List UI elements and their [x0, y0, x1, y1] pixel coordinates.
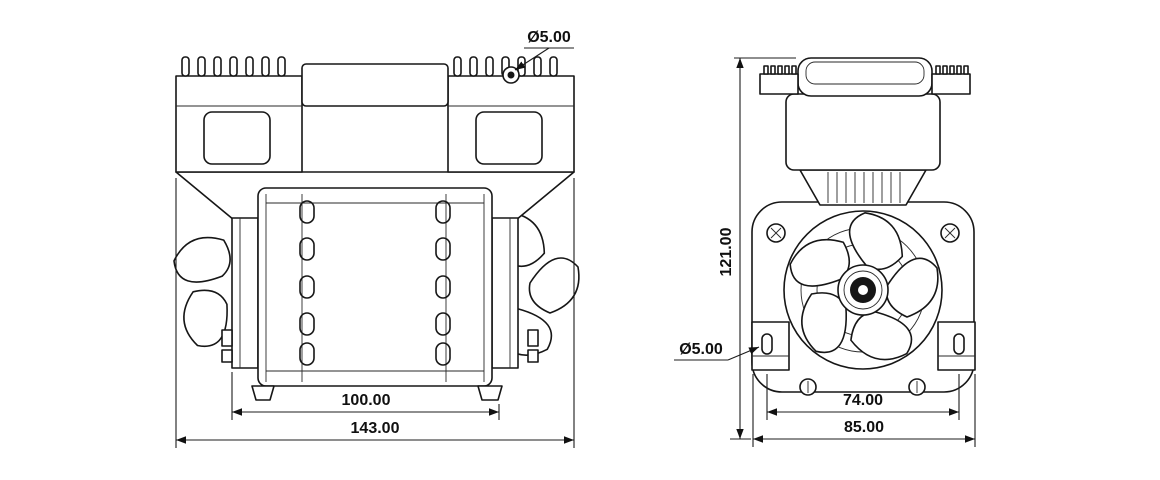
corner-screw-top-left [766, 223, 786, 243]
dim-front-overall-width-label: 143.00 [351, 420, 400, 437]
dim-side-height-label: 121.00 [718, 227, 735, 276]
side-head-block [785, 93, 941, 171]
cooling-fins-right [453, 56, 558, 77]
center-connector [301, 63, 449, 107]
dim-side-overall-width: 85.00 [752, 374, 976, 447]
corner-screw-top-right [940, 223, 960, 243]
motor-body [257, 187, 493, 387]
dim-front-overall-width: 143.00 [175, 178, 575, 448]
dim-front-inner-width-label: 100.00 [342, 392, 391, 409]
port-lug-left [759, 65, 799, 95]
dim-side-hole-label: Ø5.00 [679, 341, 723, 358]
bottom-screw-right [908, 378, 926, 396]
dim-front-hole-label: Ø5.00 [527, 29, 571, 46]
bottom-screw-left [799, 378, 817, 396]
side-view: Ø5.00 121.00 74.00 85.00 [674, 57, 976, 447]
cooling-fins-left [181, 56, 286, 77]
top-cap [797, 57, 933, 97]
cylinder-head-left [175, 56, 303, 173]
dim-side-hole: Ø5.00 [674, 341, 760, 361]
stator-slots-right [435, 200, 451, 366]
stator-slots-left [299, 200, 315, 366]
front-foot-right [477, 385, 503, 401]
bolt-hole [502, 66, 520, 84]
front-foot-left [251, 385, 275, 401]
mount-foot-left [751, 321, 790, 371]
bracket-right [491, 217, 539, 369]
dim-side-hole-spacing-label: 74.00 [843, 392, 883, 409]
front-view: Ø5.00 100.00 143.00 [173, 29, 580, 448]
bracket-left [221, 217, 259, 369]
dim-side-hole-spacing: 74.00 [766, 374, 960, 420]
cylinder-neck [799, 169, 927, 206]
mount-foot-right [937, 321, 976, 371]
fan-hub [837, 264, 889, 316]
dim-front-hole: Ø5.00 [514, 29, 574, 71]
dim-side-overall-width-label: 85.00 [844, 419, 884, 436]
side-fan-icon [789, 212, 939, 361]
cylinder-head-right [447, 56, 575, 173]
dim-front-inner-width: 100.00 [231, 372, 500, 420]
port-lug-right [931, 65, 971, 95]
dim-side-height: 121.00 [718, 57, 796, 440]
